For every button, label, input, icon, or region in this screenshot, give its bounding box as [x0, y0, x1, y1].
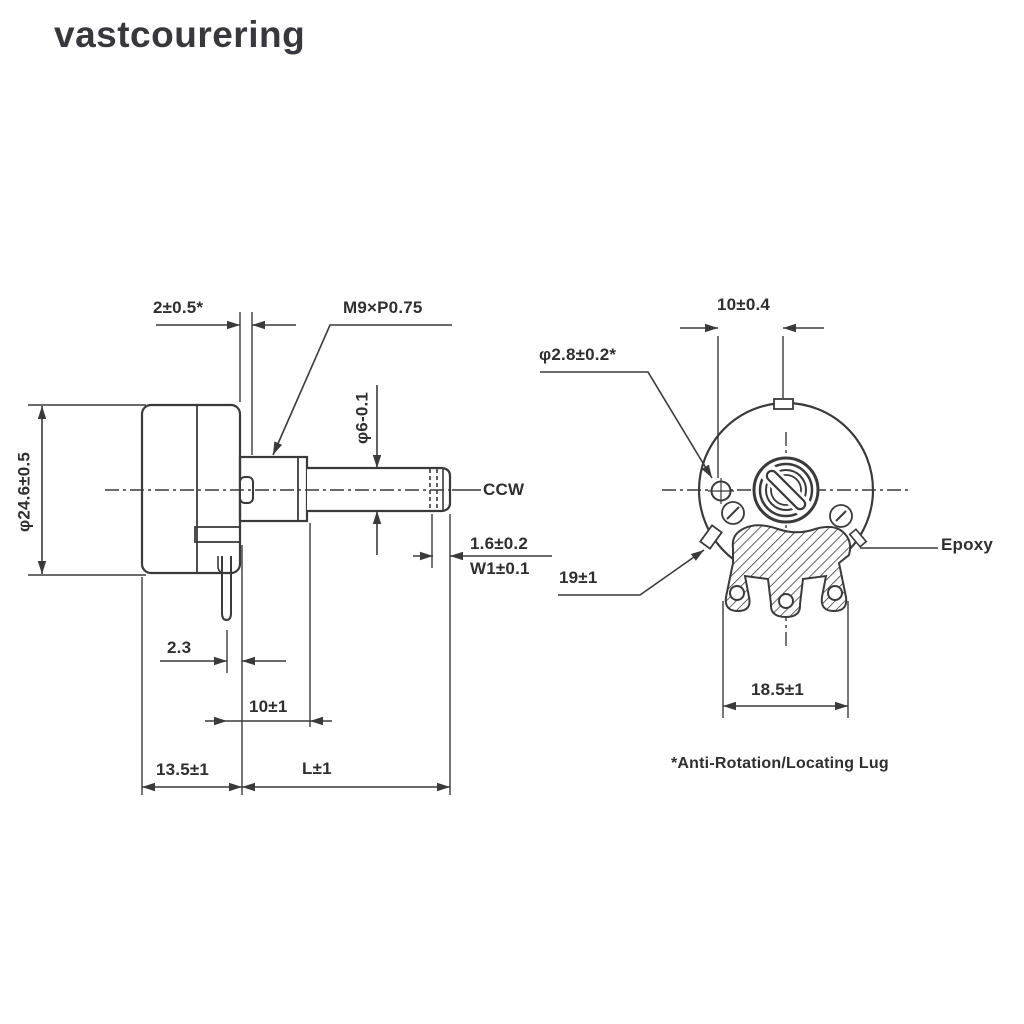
top-locating-lug	[773, 398, 794, 410]
thread-spec-label: M9×P0.75	[343, 298, 423, 317]
dim-terminal-span	[722, 601, 849, 718]
epoxy-label: Epoxy	[941, 535, 994, 554]
watermark-text: vastcourering	[54, 14, 306, 55]
terminal-pin	[221, 556, 232, 622]
terminal-hole-1	[729, 585, 745, 601]
thread-leader	[272, 324, 452, 456]
front-view-drawing	[540, 323, 938, 718]
terminal-pin-hook	[217, 556, 226, 574]
flat-width-label: W1±0.1	[470, 559, 530, 578]
side-view-drawing	[28, 312, 552, 795]
shaft-outline	[307, 466, 452, 513]
lug-hole-leader	[540, 371, 713, 479]
side-locating-lug	[699, 524, 723, 550]
lug-protrusion-label: 2±0.5*	[153, 298, 204, 317]
dim-lug-offset	[680, 323, 824, 478]
footnote-text: *Anti-Rotation/Locating Lug	[671, 755, 889, 772]
dim-body-depth-and-shaft-length	[141, 577, 450, 795]
dim-bushing-length	[205, 523, 332, 727]
flat-length-label: 1.6±0.2	[470, 534, 528, 553]
terminal-hole-3	[827, 585, 843, 601]
rivet-left	[721, 501, 745, 525]
bushing-length-label: 10±1	[249, 697, 288, 716]
body-diameter-label: φ24.6±0.5	[14, 451, 34, 533]
lug-hole-label: φ2.8±0.2*	[539, 345, 617, 364]
dim-shaft-flat	[413, 514, 552, 795]
terminal-hole-2	[778, 593, 794, 609]
ccw-label: CCW	[483, 480, 525, 499]
shaft-front	[752, 456, 820, 524]
terminal-dim-label: 19±1	[559, 568, 598, 587]
terminal-dim-leader	[558, 549, 705, 596]
dim-lug-protrusion	[156, 312, 296, 455]
shaft-diameter-label: φ6-0.1	[352, 391, 372, 445]
terminal-tab	[194, 526, 241, 543]
body-depth-label: 13.5±1	[156, 760, 210, 779]
rivet-right	[829, 504, 853, 528]
body-outline	[140, 403, 242, 575]
epoxy-terminal-block	[724, 524, 852, 619]
shaft-length-label: L±1	[302, 759, 332, 778]
dim-body-diameter	[28, 404, 146, 576]
anti-rotation-hole	[708, 478, 734, 504]
pin-offset-label: 2.3	[167, 638, 192, 657]
dim-pin-offset	[160, 545, 286, 795]
lug-offset-label: 10±0.4	[717, 295, 771, 314]
right-edge-tick	[848, 528, 868, 548]
terminal-span-label: 18.5±1	[751, 680, 805, 699]
